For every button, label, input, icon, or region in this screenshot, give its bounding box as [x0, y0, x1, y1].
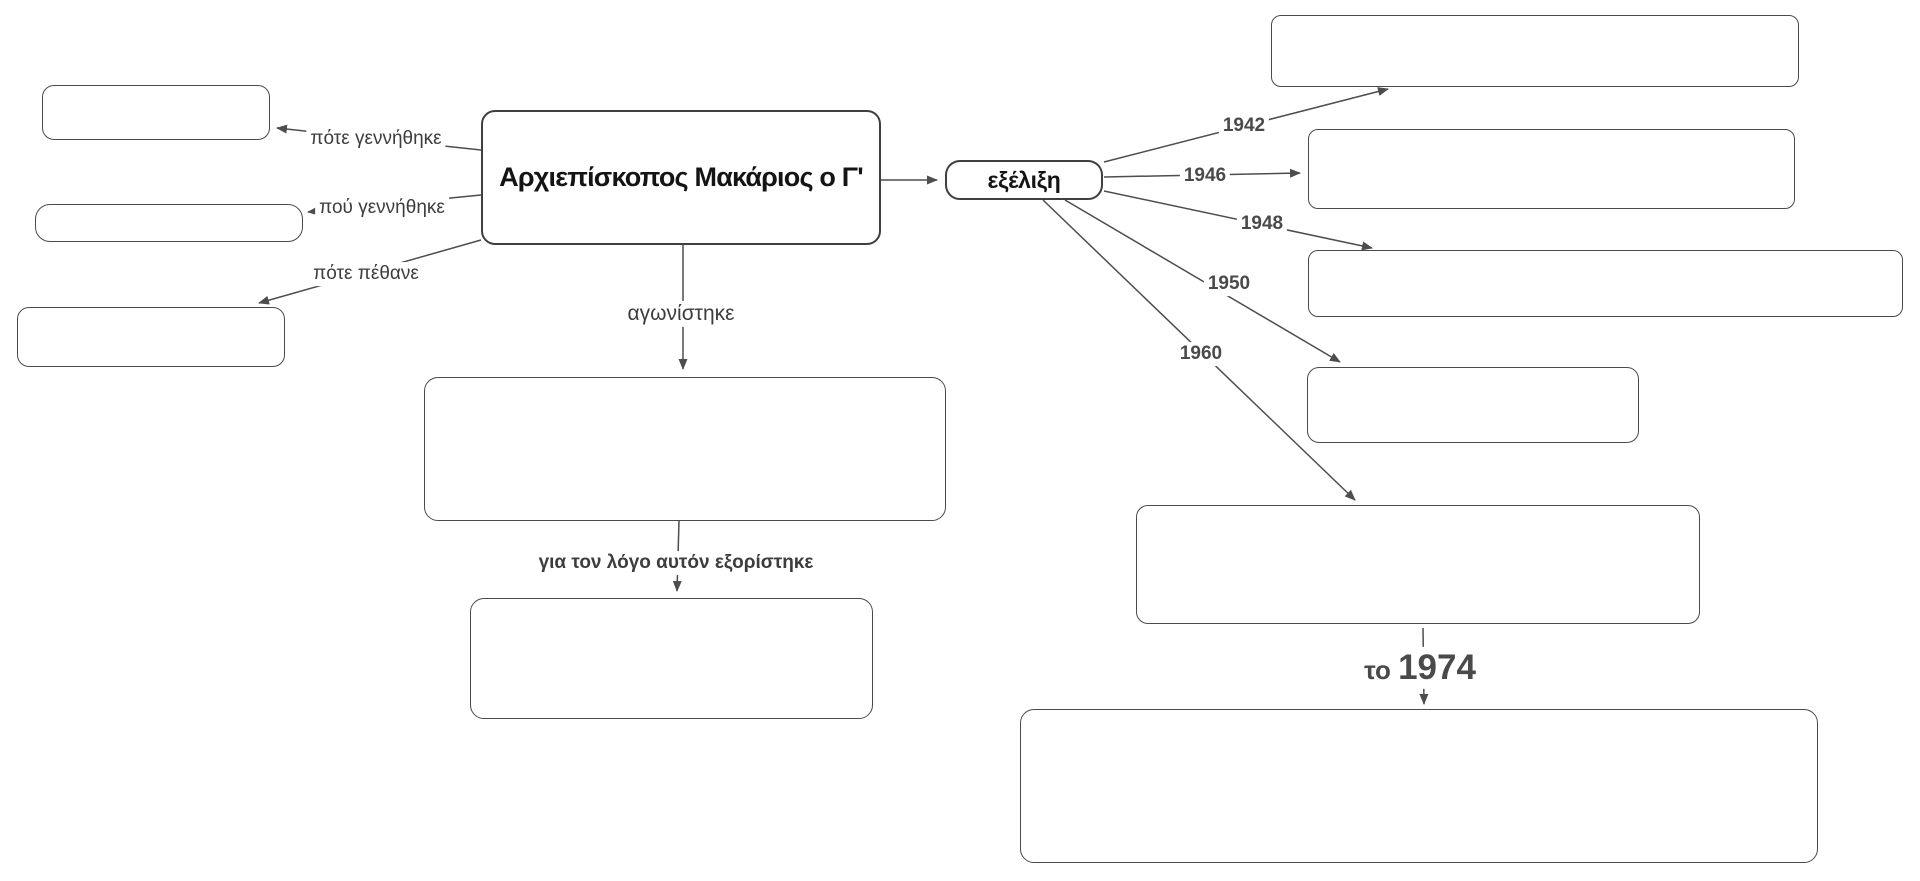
empty-box-event-1960[interactable]	[1136, 505, 1700, 624]
edge-label-fought: αγωνίστηκε	[623, 300, 739, 328]
empty-box-death-date[interactable]	[17, 307, 285, 367]
edge-label-year-1946: 1946	[1179, 164, 1231, 188]
empty-box-event-1946[interactable]	[1308, 129, 1795, 209]
edge-label-in-1974-prefix: το	[1364, 654, 1391, 685]
central-node[interactable]: Αρχιεπίσκοπος Μακάριος ο Γ'	[481, 110, 881, 245]
edge-label-in-1974-year: 1974	[1398, 647, 1476, 687]
empty-box-birth-place[interactable]	[35, 204, 303, 242]
edge-label-born-when: πότε γεννήθηκε	[306, 127, 446, 151]
empty-box-event-1948[interactable]	[1308, 250, 1903, 317]
empty-box-event-1950[interactable]	[1307, 367, 1639, 443]
central-node-label: Αρχιεπίσκοπος Μακάριος ο Γ'	[499, 162, 864, 192]
edge-label-born-where: πού γεννήθηκε	[315, 196, 449, 220]
edge-label-exile-reason: για τον λόγο αυτόν εξορίστηκε	[534, 551, 818, 575]
edge-label-year-1948: 1948	[1236, 212, 1288, 236]
evolution-node-label: εξέλιξη	[987, 166, 1061, 193]
empty-box-birth-date[interactable]	[42, 85, 270, 140]
edge-label-year-1950: 1950	[1203, 272, 1255, 296]
edge-label-year-1960: 1960	[1175, 342, 1227, 366]
edge-label-in-1974: το 1974	[1360, 646, 1480, 690]
empty-box-exile[interactable]	[470, 598, 873, 719]
empty-box-struggle[interactable]	[424, 377, 946, 521]
edge-label-year-1942: 1942	[1218, 114, 1270, 138]
empty-box-event-1942[interactable]	[1271, 15, 1799, 87]
edge-1950-line	[1064, 199, 1341, 363]
empty-box-event-1974[interactable]	[1020, 709, 1818, 863]
evolution-node[interactable]: εξέλιξη	[945, 160, 1103, 200]
edge-label-died-when: πότε πέθανε	[309, 262, 423, 286]
